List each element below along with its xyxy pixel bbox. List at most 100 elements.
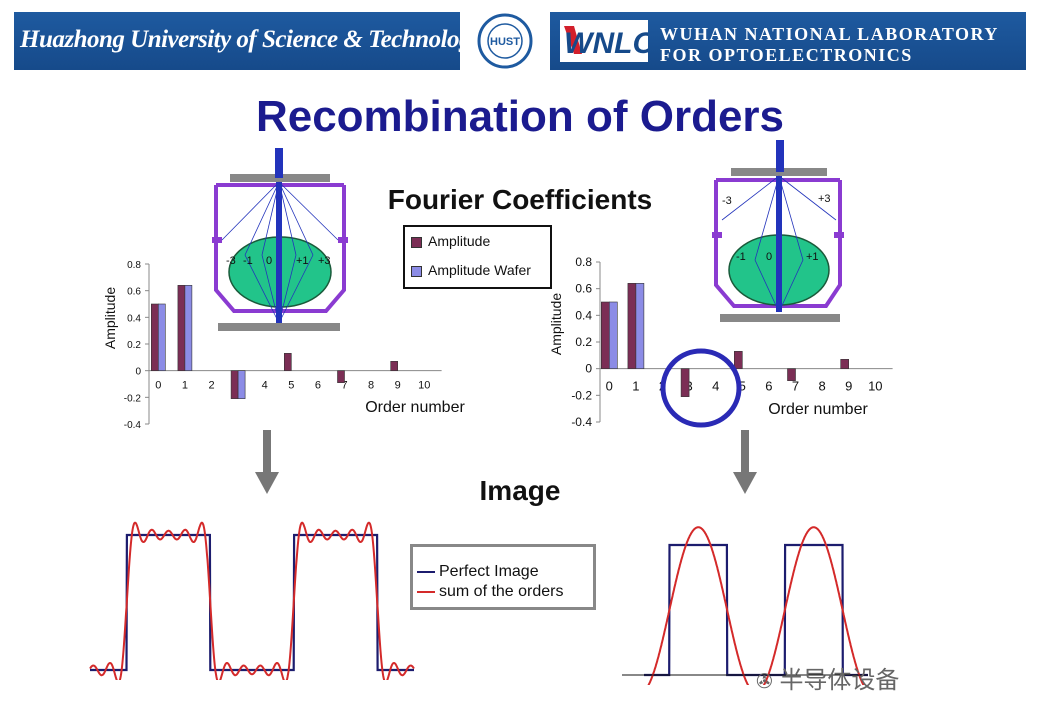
x-tick-label: 6 — [315, 380, 321, 392]
svg-text:-3: -3 — [226, 255, 236, 267]
legend-sum-orders: sum of the orders — [417, 583, 564, 601]
y-tick-label: 0.6 — [575, 282, 592, 296]
y-tick-label: 0.4 — [127, 313, 141, 324]
bar-amplitude — [177, 285, 186, 371]
y-tick-label: 0.2 — [575, 335, 592, 349]
svg-text:+3: +3 — [818, 193, 831, 205]
diffraction-rays — [721, 175, 837, 313]
x-tick-label: 0 — [155, 380, 161, 392]
watermark: ✇ 半导体设备 — [756, 660, 899, 695]
lens-diagram-left: -3 -1 0 +1 +3 — [212, 148, 348, 331]
bar-amplitude — [680, 368, 690, 397]
x-tick-label: 6 — [765, 379, 772, 394]
wnlo-banner: WNLO WUHAN NATIONAL LABORATORY FOR OPTOE… — [550, 12, 1026, 70]
page-title: Recombination of Orders — [255, 92, 785, 141]
hust-banner-text: Huazhong University of Science & Technol… — [20, 26, 482, 53]
wnlo-logo-mark: WNLO — [560, 20, 648, 62]
x-tick-label: 5 — [739, 379, 746, 394]
svg-text:+1: +1 — [296, 255, 309, 267]
y-tick-label: -0.2 — [124, 393, 142, 404]
perfect-image-line — [644, 543, 868, 677]
housing-tab-right — [834, 232, 844, 238]
bar-amplitude — [787, 368, 796, 381]
down-arrow-left — [255, 430, 279, 494]
down-arrow-right — [733, 430, 757, 494]
bar-amplitude — [230, 370, 239, 399]
image-plot-right — [622, 526, 868, 685]
sum-line-swatch — [417, 590, 435, 593]
wafer-plate — [218, 323, 340, 331]
watermark-text: 半导体设备 — [779, 667, 900, 694]
y-axis-label: Amplitude — [548, 293, 564, 355]
y-tick-label: -0.2 — [571, 388, 592, 402]
x-tick-label: 9 — [395, 380, 401, 392]
bar-amplitude-wafer — [635, 283, 645, 369]
bar-amplitude-wafer — [609, 301, 618, 369]
x-tick-label: 5 — [288, 380, 294, 392]
x-tick-label: 7 — [341, 380, 347, 392]
housing-tab-left — [212, 237, 222, 243]
perfect-line-swatch — [417, 570, 435, 573]
x-tick-label: 1 — [632, 379, 639, 394]
y-tick-label: 0.4 — [575, 308, 592, 322]
x-tick-label: 9 — [845, 379, 852, 394]
y-tick-label: -0.4 — [571, 415, 592, 429]
fourier-heading: Fourier Coefficients — [387, 184, 653, 215]
x-tick-label: 2 — [208, 380, 214, 392]
bar-amplitude — [600, 301, 610, 369]
incident-beam — [776, 140, 784, 172]
bar-amplitude — [284, 353, 292, 371]
x-tick-label: 8 — [818, 379, 825, 394]
y-tick-label: 0.2 — [127, 340, 141, 351]
hust-seal-logo: HUST — [477, 13, 533, 69]
amplitude-swatch — [411, 236, 422, 248]
bar-amplitude-wafer — [184, 285, 193, 371]
perfect-image-line — [90, 533, 414, 672]
x-tick-label: 7 — [792, 379, 799, 394]
y-tick-label: 0.8 — [127, 260, 141, 271]
image-plot-left — [89, 521, 415, 680]
y-tick-label: 0.8 — [575, 255, 592, 269]
wnlo-line2: FOR OPTOELECTRONICS — [660, 45, 913, 65]
wnlo-mark-text: WNLO — [564, 27, 648, 60]
wnlo-line1: WUHAN NATIONAL LABORATORY — [660, 24, 999, 44]
order-labels: -3 -1 0 +1 +3 — [226, 255, 331, 267]
axis-beam — [276, 182, 282, 323]
bar-amplitude — [390, 361, 399, 371]
sum-of-orders-line — [647, 526, 865, 685]
svg-text:-3: -3 — [722, 195, 732, 207]
seal-text: HUST — [490, 36, 520, 48]
y-tick-label: 0 — [135, 367, 141, 378]
sum-of-orders-line — [89, 521, 415, 680]
y-tick-label: 0.6 — [127, 287, 141, 298]
x-tick-label: 8 — [368, 380, 374, 392]
bar-amplitude — [840, 359, 850, 369]
legend-amplitude: Amplitude — [411, 233, 490, 249]
image-legend: Perfect Image sum of the orders — [410, 544, 596, 610]
bar-amplitude-wafer — [237, 370, 246, 399]
x-tick-label: 10 — [418, 380, 430, 392]
amplitude-wafer-swatch — [411, 265, 422, 277]
bar-amplitude — [150, 303, 159, 371]
svg-text:-1: -1 — [243, 255, 253, 267]
bar-chart-left: -0.4-0.200.20.40.60.8012345678910Order n… — [102, 260, 465, 431]
wafer-plate — [720, 314, 840, 322]
y-axis-label: Amplitude — [102, 287, 118, 349]
wechat-icon: ✇ — [756, 671, 773, 693]
bar-amplitude-wafer — [157, 303, 166, 371]
svg-text:+3: +3 — [318, 255, 331, 267]
bar-amplitude — [337, 370, 345, 383]
order-labels: -3 +3 -1 0 +1 — [722, 193, 831, 263]
x-axis-label: Order number — [768, 401, 868, 418]
x-tick-label: 1 — [182, 380, 188, 392]
housing-tab-right — [338, 237, 348, 243]
x-tick-label: 10 — [868, 379, 882, 394]
legend-amplitude-wafer: Amplitude Wafer — [411, 262, 531, 278]
svg-text:+1: +1 — [806, 251, 819, 263]
image-heading: Image — [479, 475, 561, 506]
svg-text:0: 0 — [266, 255, 272, 267]
axis-beam — [776, 176, 782, 312]
bar-amplitude — [627, 283, 637, 369]
hust-banner: Huazhong University of Science & Technol… — [14, 12, 482, 70]
bar-chart-right: -0.4-0.200.20.40.60.8012345678910Order n… — [548, 255, 893, 429]
